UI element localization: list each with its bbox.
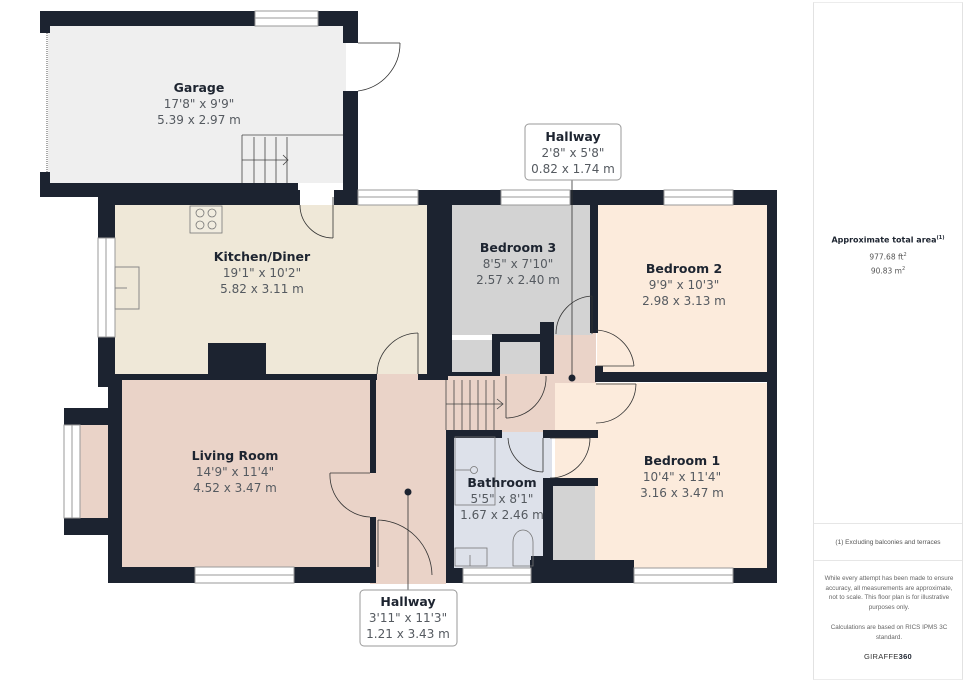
bedroom3-cupboard-right <box>500 342 542 374</box>
room-name: Garage <box>174 80 225 95</box>
toilet-icon <box>512 529 534 567</box>
area-sqm: 90.83 m2 <box>814 263 962 278</box>
area-footnote: (1) Excluding balconies and terraces <box>814 523 962 561</box>
bedroom3-cupboard-left <box>452 340 492 375</box>
room-label-bathroom: Bathroom 5'5" x 8'1" 1.67 x 2.46 m <box>460 475 544 522</box>
area-sqm-value: 90.83 m <box>870 266 902 276</box>
calculation-note: Calculations are based on RICS IPMS 3C s… <box>830 624 948 641</box>
area-values: 977.68 ft2 90.83 m2 <box>814 249 962 278</box>
room-label-bedroom3: Bedroom 3 8'5" x 7'10" 2.57 x 2.40 m <box>476 240 560 287</box>
sink-icon <box>114 266 140 310</box>
hallway-stairs <box>445 380 504 430</box>
garage-stairs <box>241 134 343 183</box>
room-imperial: 5'5" x 8'1" <box>471 492 534 506</box>
room-imperial: 19'1" x 10'2" <box>223 266 301 280</box>
area-title-text: Approximate total area <box>831 235 937 245</box>
brand-light: GIRAFFE <box>863 652 899 661</box>
room-label-garage: Garage 17'8" x 9'9" 5.39 x 2.97 m <box>157 80 241 127</box>
hallway-upper-marker <box>568 374 576 382</box>
callout-metric: 1.21 x 3.43 m <box>366 627 450 641</box>
callout-imperial: 3'11" x 11'3" <box>369 611 447 625</box>
room-metric: 1.67 x 2.46 m <box>460 508 544 522</box>
unit-power: 2 <box>903 251 907 258</box>
floor-plan: Hallway 2'8" x 5'8" 0.82 x 1.74 m Hallwa… <box>40 10 777 647</box>
room-name: Bedroom 2 <box>646 261 722 276</box>
area-footnote-mark: (1) <box>936 235 945 241</box>
room-metric: 5.82 x 3.11 m <box>220 282 304 296</box>
brand-logo: GIRAFFE360 <box>814 652 962 661</box>
callout-metric: 0.82 x 1.74 m <box>531 162 615 176</box>
info-panel: Approximate total area(1) 977.68 ft2 90.… <box>813 2 963 680</box>
room-metric: 2.57 x 2.40 m <box>476 273 560 287</box>
room-name: Bedroom 3 <box>480 240 556 255</box>
room-metric: 2.98 x 3.13 m <box>642 294 726 308</box>
room-name: Bathroom <box>467 475 536 490</box>
room-imperial: 14'9" x 11'4" <box>196 465 274 479</box>
room-imperial: 9'9" x 10'3" <box>649 278 720 292</box>
room-metric: 4.52 x 3.47 m <box>193 481 277 495</box>
hallway-lower-callout: Hallway 3'11" x 11'3" 1.21 x 3.43 m <box>359 589 458 647</box>
room-metric: 5.39 x 2.97 m <box>157 113 241 127</box>
hallway-lower-marker <box>404 488 412 496</box>
room-label-bedroom2: Bedroom 2 9'9" x 10'3" 2.98 x 3.13 m <box>642 261 726 308</box>
bedroom1-wardrobe <box>553 485 595 568</box>
room-imperial: 17'8" x 9'9" <box>164 97 235 111</box>
total-area: Approximate total area(1) 977.68 ft2 90.… <box>814 235 962 278</box>
hallway-upper-callout: Hallway 2'8" x 5'8" 0.82 x 1.74 m <box>524 123 622 181</box>
room-imperial: 10'4" x 11'4" <box>643 470 721 484</box>
basin-icon <box>454 547 488 567</box>
room-metric: 3.16 x 3.47 m <box>640 486 724 500</box>
area-sqft: 977.68 ft2 <box>814 249 962 264</box>
bedroom3-floor <box>452 205 592 335</box>
room-label-kitchen: Kitchen/Diner 19'1" x 10'2" 5.82 x 3.11 … <box>214 249 311 296</box>
callout-name: Hallway <box>545 129 600 144</box>
room-name: Living Room <box>192 448 279 463</box>
walls <box>40 11 777 583</box>
bedroom2-floor <box>597 205 767 372</box>
hob-icon <box>189 205 223 234</box>
room-name: Kitchen/Diner <box>214 249 311 264</box>
kitchen-floor <box>115 205 427 374</box>
disclaimer-text: While every attempt has been made to ens… <box>824 575 954 611</box>
shower-icon <box>454 436 496 506</box>
garage-floor <box>48 26 346 183</box>
area-sqft-value: 977.68 ft <box>869 252 904 262</box>
room-name: Bedroom 1 <box>644 453 720 468</box>
brand-bold: 360 <box>898 652 913 661</box>
callout-name: Hallway <box>380 594 435 609</box>
bathroom-floor <box>452 432 552 568</box>
room-imperial: 8'5" x 7'10" <box>483 257 554 271</box>
windows <box>63 10 734 584</box>
doors <box>299 42 637 576</box>
room-label-bedroom1: Bedroom 1 10'4" x 11'4" 3.16 x 3.47 m <box>640 453 724 500</box>
callout-imperial: 2'8" x 5'8" <box>542 146 605 160</box>
room-label-living: Living Room 14'9" x 11'4" 4.52 x 3.47 m <box>192 448 279 495</box>
living-room-floor <box>122 379 370 567</box>
unit-power: 2 <box>901 266 906 273</box>
area-title: Approximate total area(1) <box>814 235 962 245</box>
